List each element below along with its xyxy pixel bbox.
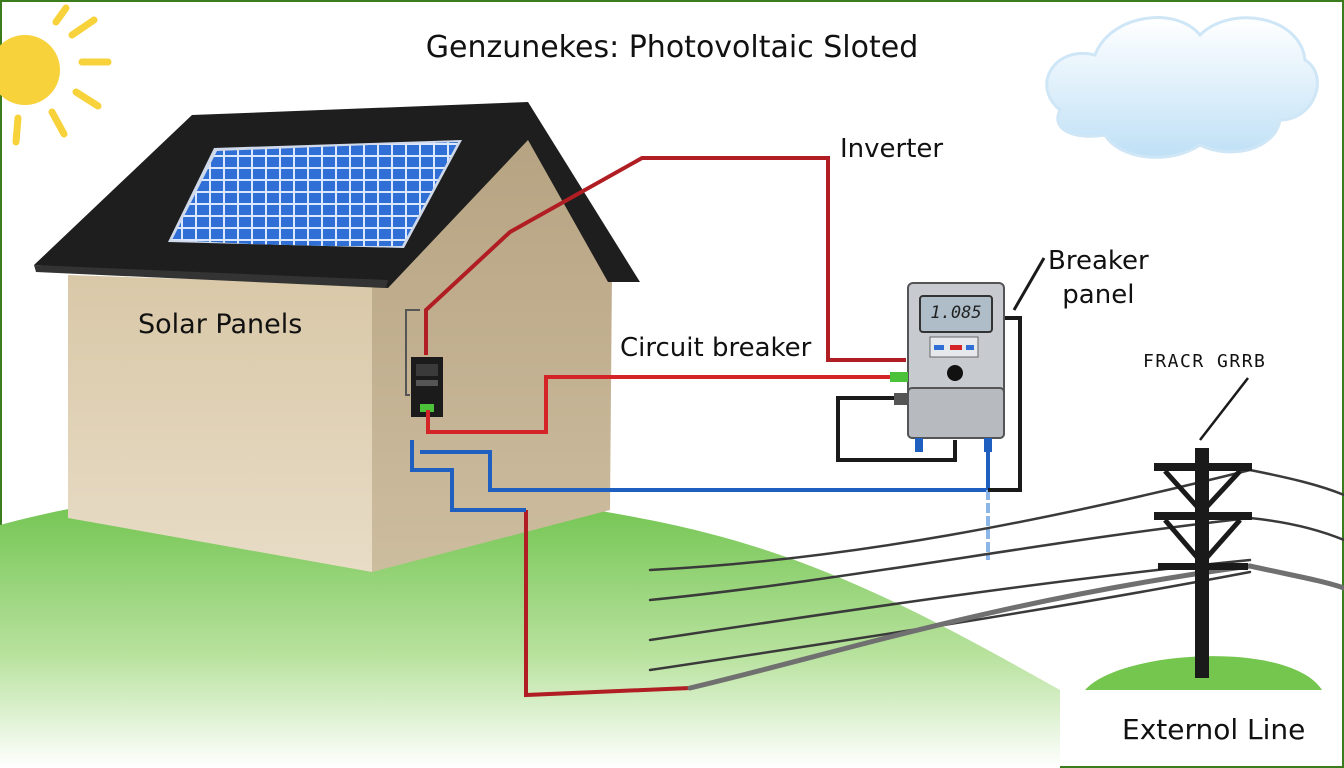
neutral-wire: [836, 396, 957, 462]
external-line-label: Externol Line: [1122, 713, 1306, 746]
solar-panel: [248, 145, 372, 246]
house: [34, 102, 640, 572]
breaker-panel-label-line1: Breaker: [1048, 246, 1149, 276]
inverter-label: Inverter: [840, 134, 944, 164]
diagram-title: Genzunekes: Photovoltaic Sloted: [425, 30, 919, 65]
cloud-icon: [1045, 16, 1319, 159]
house-side-wall: [372, 135, 612, 572]
circuit-wire: [426, 375, 890, 434]
grid-label-pointer: [1199, 377, 1249, 441]
meter-display: [919, 295, 993, 333]
breaker-panel: [890, 282, 1005, 452]
grass-hill: [0, 486, 1060, 768]
meter-dial: [947, 365, 963, 381]
grid-label: FRACR GRRB: [1143, 351, 1267, 372]
solar-panel: [326, 142, 458, 246]
circuit-breaker-label: Circuit breaker: [620, 333, 812, 363]
ac-wire: [420, 440, 990, 492]
ground-wire-black: [988, 316, 1022, 492]
sun-icon: [0, 4, 112, 146]
house-front-wall: [68, 275, 372, 572]
breaker-panel-label: Breaker panel: [1048, 244, 1149, 312]
solar-panels-label: Solar Panels: [138, 309, 303, 340]
solar-panel-array: [168, 140, 462, 248]
meter-readout: 1.085: [930, 303, 982, 323]
power-lines: [648, 468, 1344, 691]
inverter-box: [411, 357, 443, 417]
utility-pole: [1154, 448, 1252, 678]
dc-wire: [424, 156, 906, 362]
breaker-switch: [890, 372, 908, 382]
label-pointer: [1012, 257, 1046, 311]
solar-panel: [172, 148, 296, 244]
breaker-panel-label-line2: panel: [1062, 280, 1135, 310]
ac-wire: [410, 440, 526, 512]
ground-wire: [524, 510, 691, 698]
